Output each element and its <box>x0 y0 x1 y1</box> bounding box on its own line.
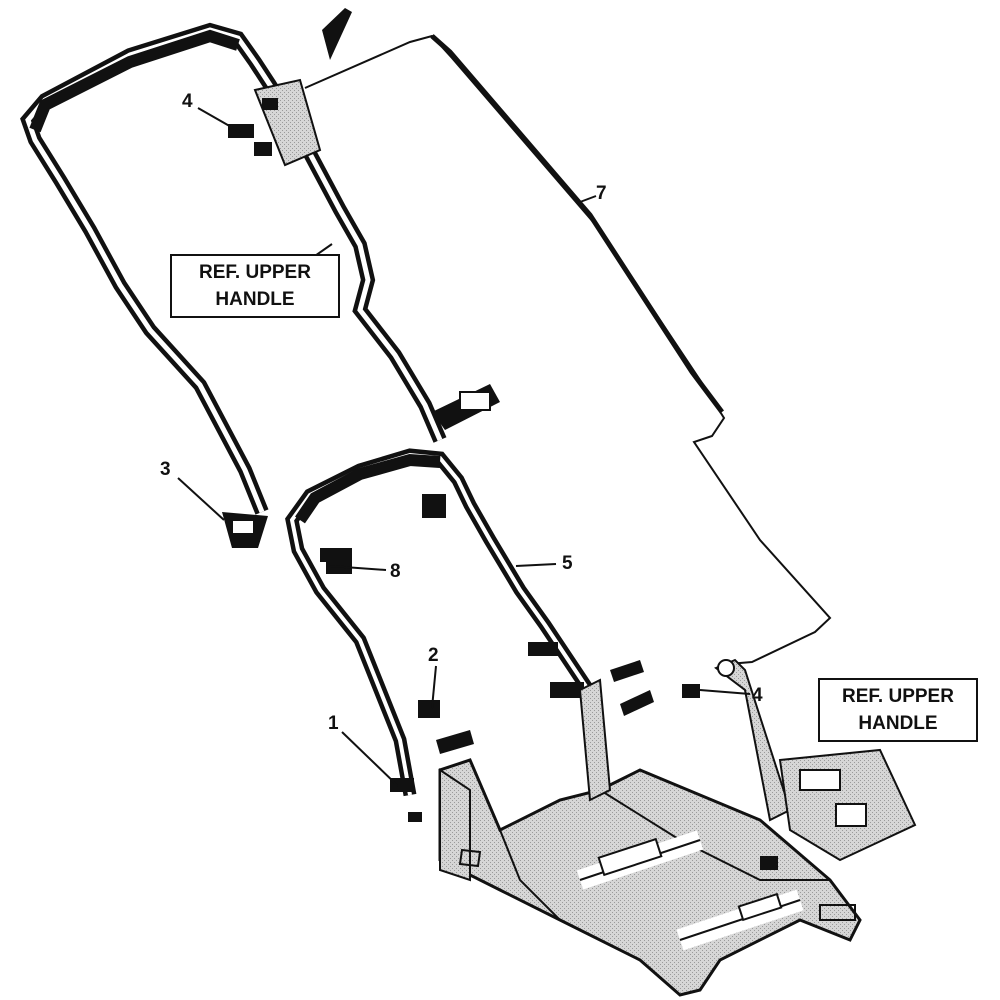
grass-bag-outline <box>304 34 832 665</box>
callout-3: 3 <box>160 459 171 480</box>
lower-handle <box>280 443 654 822</box>
leader-lines <box>177 107 751 787</box>
ref-upper-handle-label-right: REF. UPPER HANDLE <box>818 678 978 742</box>
upper-handle <box>15 8 500 548</box>
ref-box-line1: REF. UPPER <box>842 686 954 707</box>
callout-7: 7 <box>596 183 607 204</box>
ref-upper-handle-label-left: REF. UPPER HANDLE <box>170 254 340 318</box>
ref-box-line2: HANDLE <box>215 289 295 310</box>
callout-8: 8 <box>390 561 401 582</box>
right-pivot-bracket <box>682 658 917 862</box>
deck-mounting-bracket <box>438 678 862 997</box>
callout-5: 5 <box>562 553 573 574</box>
callout-4-top: 4 <box>182 91 193 112</box>
ref-box-line1: REF. UPPER <box>199 262 311 283</box>
ref-box-line2: HANDLE <box>858 713 938 734</box>
callout-1: 1 <box>328 713 339 734</box>
callout-4-right: 4 <box>752 685 763 706</box>
callout-2: 2 <box>428 645 439 666</box>
